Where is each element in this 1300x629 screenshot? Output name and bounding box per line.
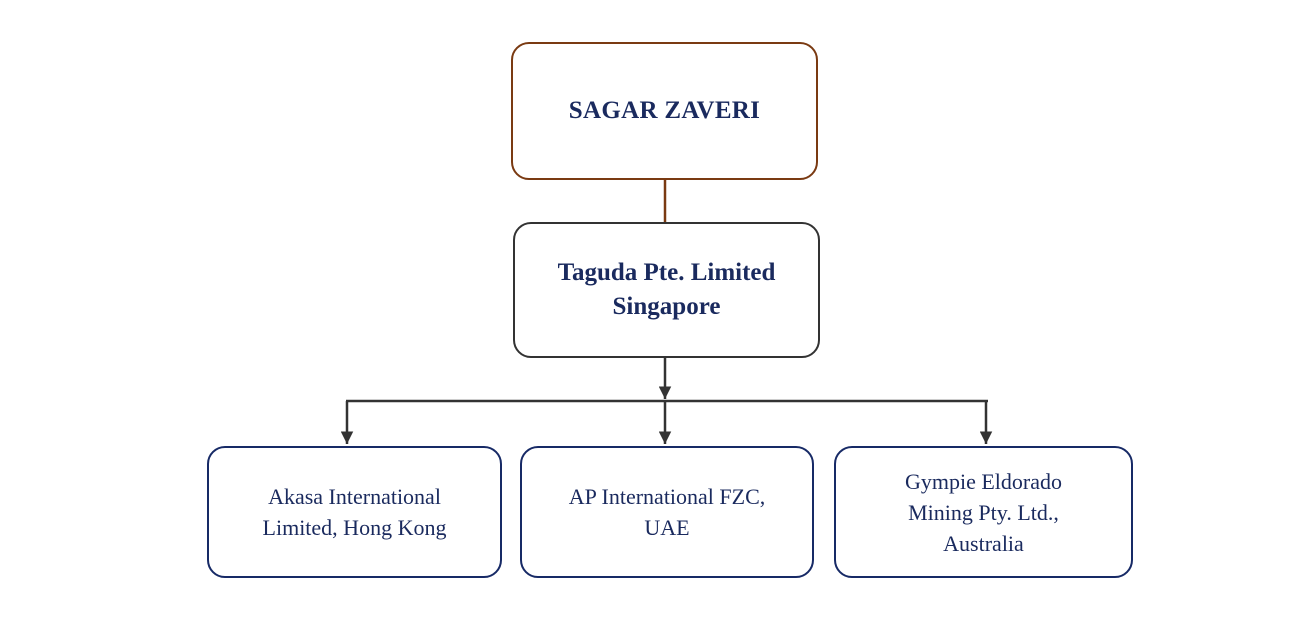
child-node-ap-international: AP International FZC, UAE (520, 446, 814, 578)
root-node-label: SAGAR ZAVERI (568, 97, 761, 124)
child-node-label: Gympie Eldorado Mining Pty. Ltd., Austra… (905, 466, 1062, 559)
child-node-line-1: Gympie Eldorado (904, 468, 1063, 494)
child-node-gympie: Gympie Eldorado Mining Pty. Ltd., Austra… (834, 446, 1133, 578)
child-node-line-2: Limited, Hong Kong (262, 515, 447, 540)
parent-node: Taguda Pte. Limited Singapore (513, 222, 820, 358)
child-node-line-1: Akasa International (268, 484, 441, 509)
child-node-line-3: Australia (943, 530, 1024, 556)
child-node-label: AP International FZC, UAE (569, 481, 766, 543)
child-node-line-2: Mining Pty. Ltd., (908, 499, 1059, 525)
parent-node-label: Taguda Pte. Limited Singapore (558, 256, 776, 324)
child-node-label: Akasa International Limited, Hong Kong (263, 481, 447, 543)
parent-node-line-1: Taguda Pte. Limited (557, 259, 776, 286)
parent-node-line-2: Singapore (612, 293, 721, 320)
root-node: SAGAR ZAVERI (511, 42, 818, 180)
child-node-line-1: AP International FZC, (568, 484, 766, 509)
child-node-akasa: Akasa International Limited, Hong Kong (207, 446, 502, 578)
child-node-line-2: UAE (644, 515, 690, 540)
